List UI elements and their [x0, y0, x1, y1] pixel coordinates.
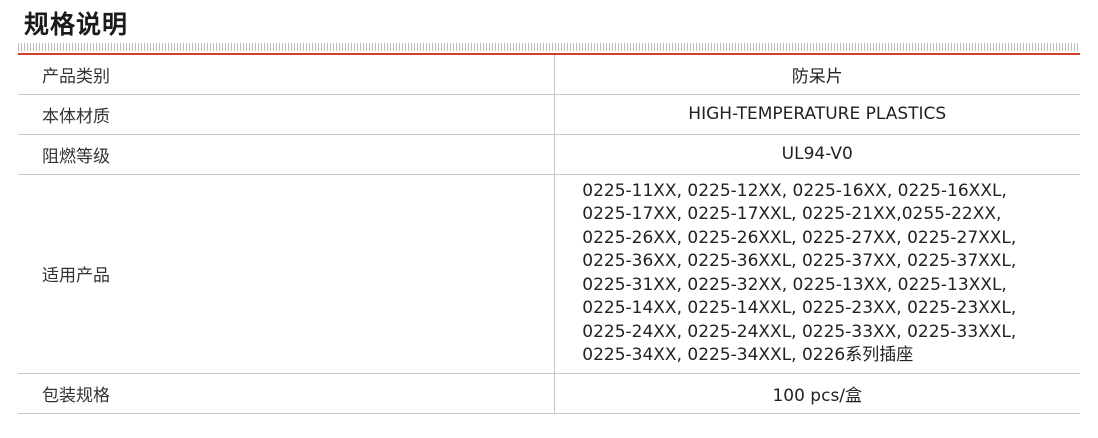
spec-row-material: 本体材质 HIGH-TEMPERATURE PLASTICS	[18, 94, 1080, 135]
product-line: 0225-31XX, 0225-32XX, 0225-13XX, 0225-13…	[582, 274, 1007, 295]
title-dotted-divider	[18, 43, 1080, 51]
product-line: 0225-17XX, 0225-17XXL, 0225-21XX,0255-22…	[582, 204, 1002, 224]
spec-row-category: 产品类别 防呆片	[18, 55, 1080, 95]
product-line: 0225-34XX, 0225-34XXL, 0226系列插座	[582, 345, 914, 365]
product-line: 0225-11XX, 0225-12XX, 0225-16XX, 0225-16…	[582, 180, 1007, 201]
spec-value: 防呆片	[554, 55, 1080, 95]
spec-label: 本体材质	[18, 94, 555, 135]
spec-value: UL94-V0	[554, 134, 1080, 175]
spec-label: 包装规格	[18, 373, 555, 414]
spec-label: 适用产品	[18, 174, 555, 374]
product-line: 0225-26XX, 0225-26XXL, 0225-27XX, 0225-2…	[582, 227, 1017, 248]
applicable-products-list: 0225-11XX, 0225-12XX, 0225-16XX, 0225-16…	[582, 180, 1052, 368]
accent-divider	[18, 53, 1080, 55]
product-line: 0225-36XX, 0225-36XXL, 0225-37XX, 0225-3…	[582, 251, 1017, 271]
section-title: 规格说明	[24, 10, 129, 39]
spec-value: 100 pcs/盒	[554, 373, 1080, 414]
product-line: 0225-24XX, 0225-24XXL, 0225-33XX, 0225-3…	[582, 321, 1017, 342]
spec-value: HIGH-TEMPERATURE PLASTICS	[554, 94, 1080, 135]
spec-row-applicable-products: 适用产品 0225-11XX, 0225-12XX, 0225-16XX, 02…	[18, 174, 1080, 374]
spec-table: 产品类别 防呆片 本体材质 HIGH-TEMPERATURE PLASTICS …	[18, 55, 1080, 414]
spec-label: 产品类别	[18, 55, 555, 95]
spec-row-packaging: 包装规格 100 pcs/盒	[18, 373, 1080, 414]
spec-label: 阻燃等级	[18, 134, 555, 175]
spec-row-flame-rating: 阻燃等级 UL94-V0	[18, 134, 1080, 175]
product-line: 0225-14XX, 0225-14XXL, 0225-23XX, 0225-2…	[582, 298, 1017, 318]
spec-value: 0225-11XX, 0225-12XX, 0225-16XX, 0225-16…	[554, 174, 1080, 374]
